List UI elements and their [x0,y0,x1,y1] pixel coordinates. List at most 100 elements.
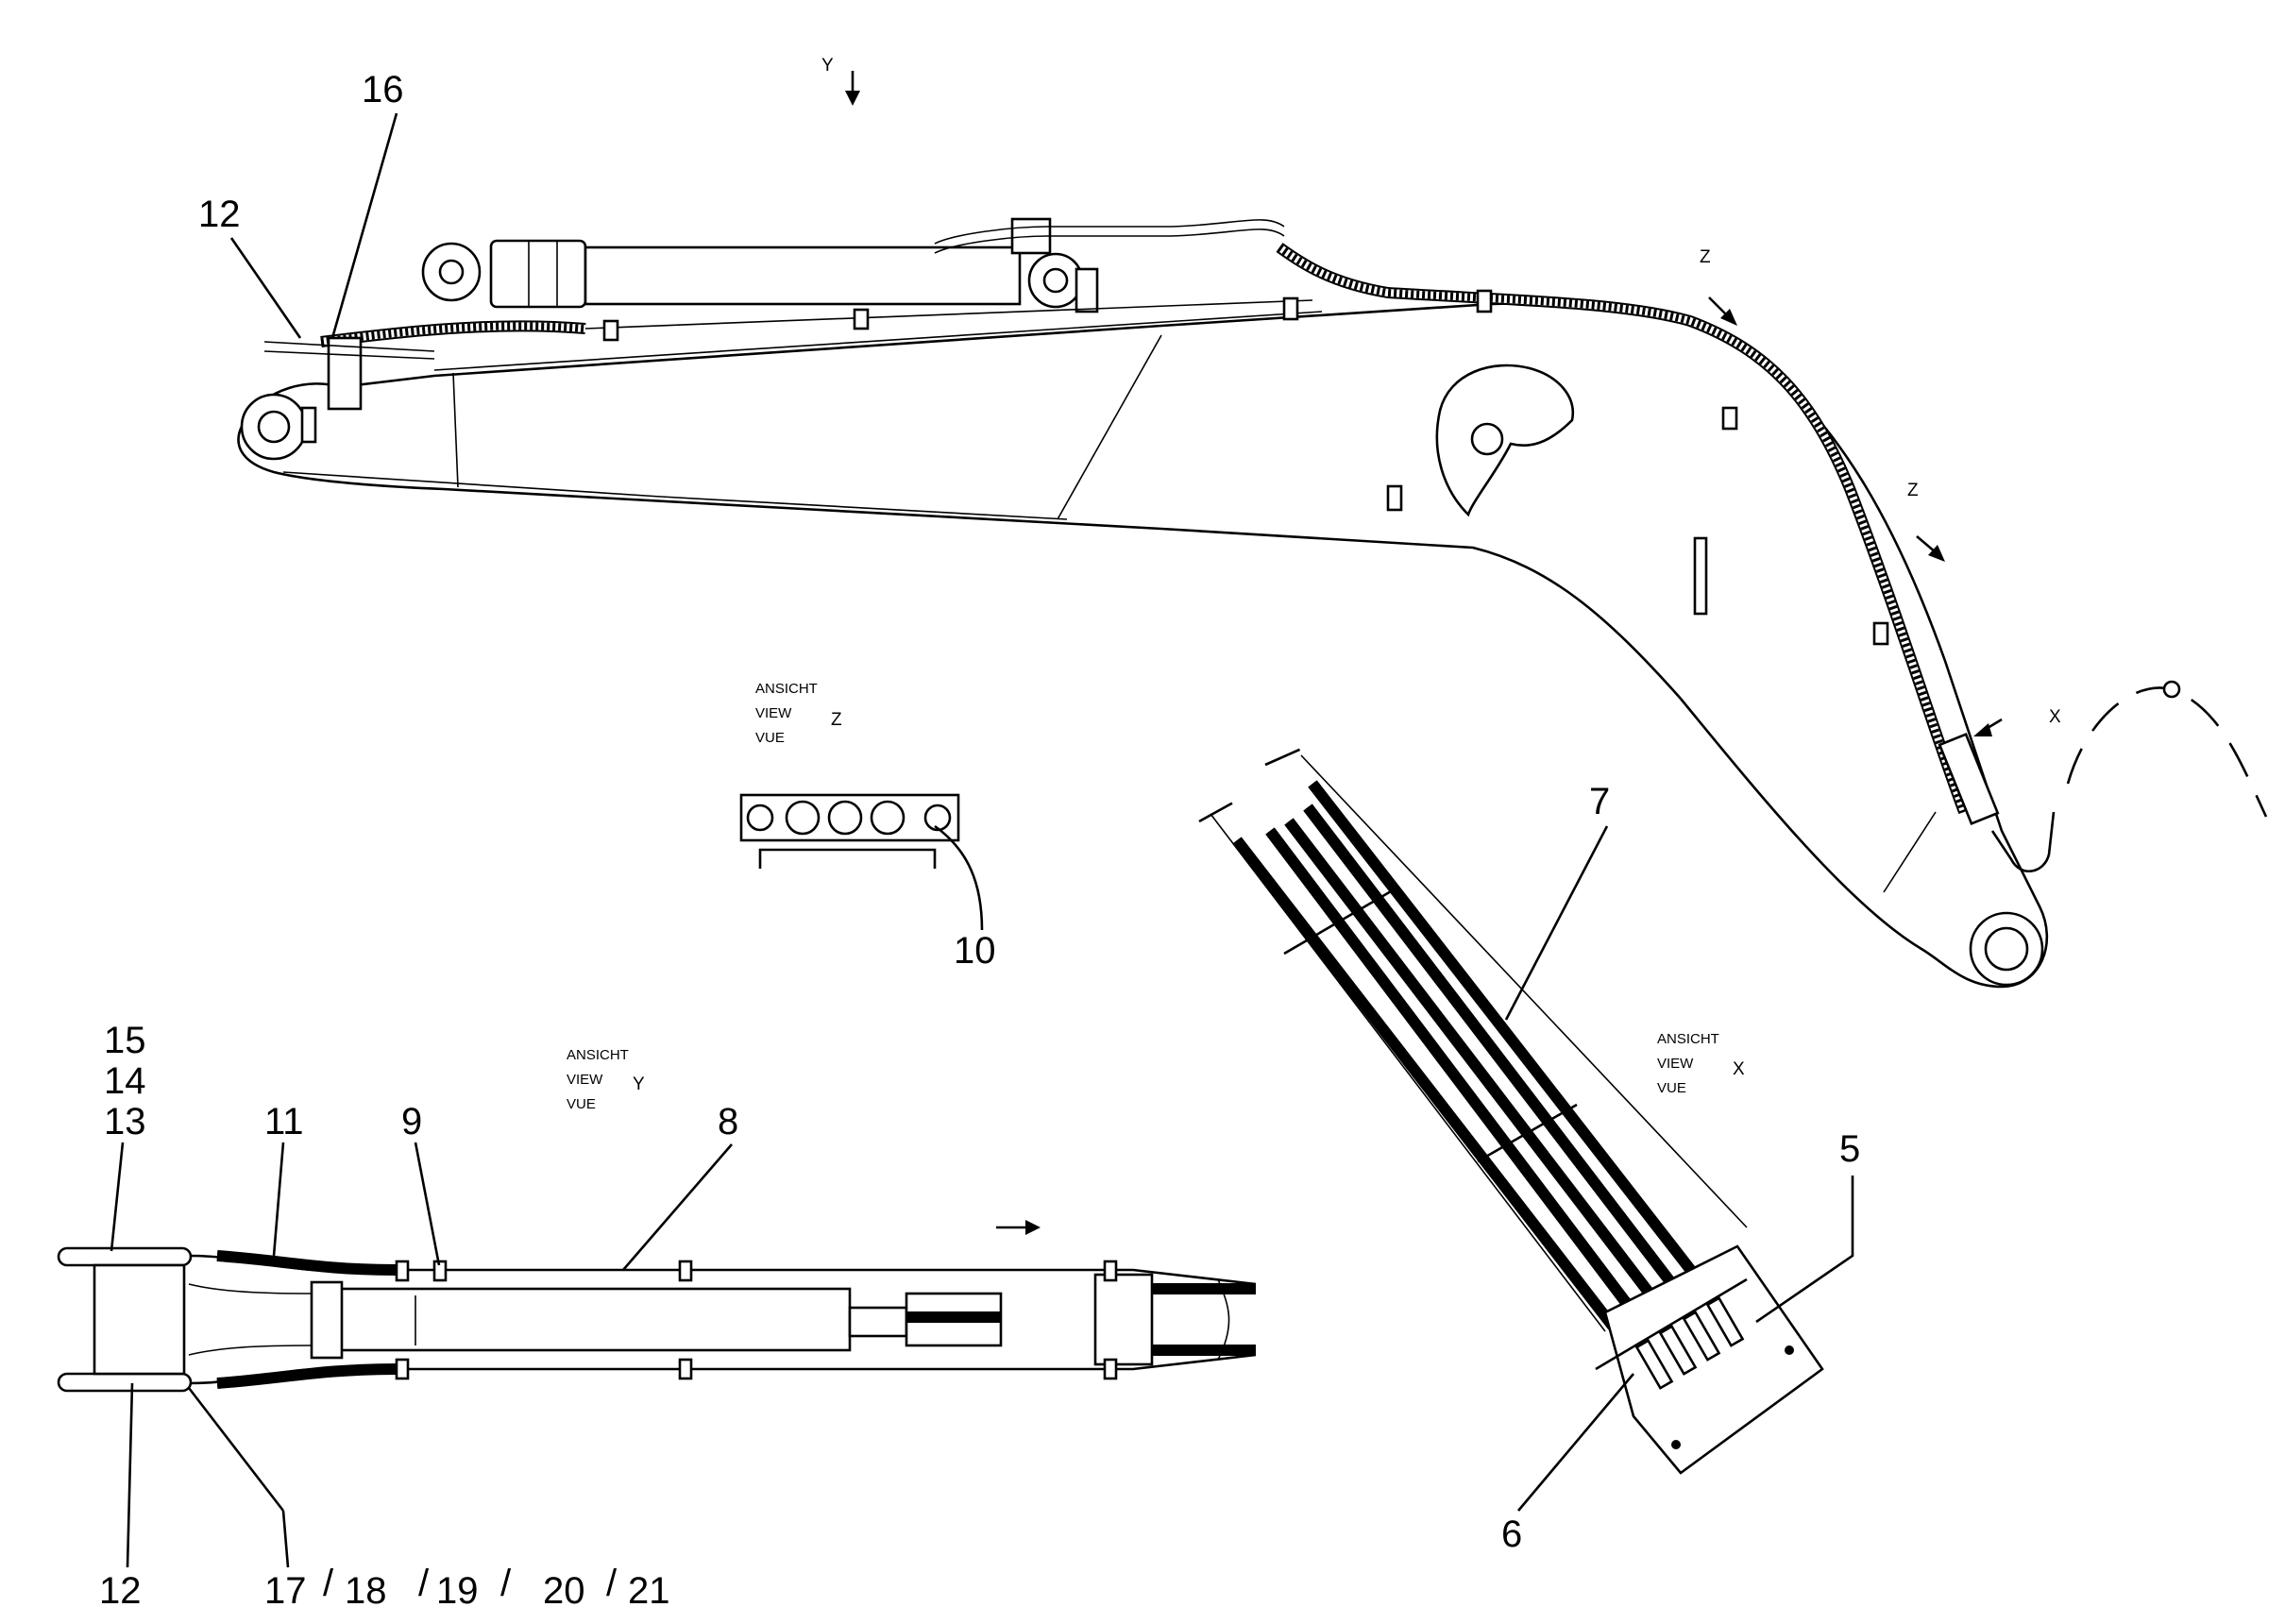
view-x-letter: X [1733,1059,1745,1079]
view-y-letter: Y [633,1074,645,1094]
label-17-21-group: 17 / 18 / 19 / 20 / 21 [264,1563,670,1612]
tip-fitting-block [1938,732,2000,826]
clamp-2 [853,308,870,330]
marker-z-2: Z [1907,481,1919,500]
label-11: 11 [264,1101,304,1142]
plan-clamp-2 [432,1260,448,1282]
swing-plate-pin [1470,422,1504,456]
mount-plate [1603,1244,1824,1475]
bundle-band-1 [1283,886,1398,956]
foot-pin-lower [57,1372,193,1393]
view-x: ANSICHT VIEW VUE X 7 5 6 [1198,744,1860,1555]
hose-upper-braid [1277,244,1968,814]
marker-z1-line [1708,296,1729,317]
foot-pipe-2 [263,350,435,360]
leader-13 [110,1142,125,1252]
fitting-1 [1634,1339,1674,1390]
label-12-top: 12 [198,194,241,235]
label-9: 9 [401,1101,422,1142]
leader-12-bottom [126,1382,134,1568]
rod-plan [848,1306,908,1338]
view-y-line3: VUE [567,1096,596,1112]
slash-4: / [606,1563,618,1604]
leader-16 [330,112,398,339]
leader-12-top [229,237,302,339]
bundle-hose-5-braid [1309,781,1713,1296]
pipe-upper-2 [934,228,1285,254]
bundle-hose-4 [1303,804,1695,1311]
label-5: 5 [1839,1128,1860,1170]
bundle-hose-2-braid [1266,828,1651,1334]
boom-seam-1 [452,372,459,488]
bundle-band-2 [1477,1103,1578,1163]
plan-clamp-6 [678,1358,693,1380]
clamp-hole-1 [746,804,774,832]
plan-clamp-3 [678,1260,693,1282]
boom-tip-pin-inner [1984,926,2029,972]
label-7: 7 [1589,781,1610,822]
view-x-edge-2 [1300,754,1748,1228]
slash-1: / [323,1563,334,1604]
bundle-hose-1-braid [1233,837,1628,1344]
long-slot [1693,536,1708,616]
bundle-hose-1 [1232,837,1629,1345]
leader-6 [1517,1373,1634,1512]
boom-outline [237,302,2049,989]
plan-hose-lower-braid [216,1365,398,1387]
boom-foot-pin-inner [257,410,291,444]
small-slot [1386,484,1403,512]
pipe-upper [934,219,1285,245]
label-8: 8 [718,1101,738,1142]
view-x-line1: ANSICHT [1657,1031,1719,1047]
plan-break [1217,1278,1230,1361]
foot-bracket [300,406,317,444]
plate-bolt-1 [1785,1345,1794,1355]
label-15: 15 [104,1020,146,1061]
boom-side-view [237,217,2268,989]
label-18: 18 [345,1570,387,1612]
label-14: 14 [104,1060,146,1102]
label-10: 10 [954,930,996,972]
leader-9 [414,1142,441,1266]
cylinder-rear-eye-pin [438,259,465,285]
plan-clamp-5 [395,1358,410,1380]
cylinder-barrel [584,245,1022,306]
clamp-hole-5 [923,804,952,832]
boom-seam-2 [1057,334,1162,520]
mount-bar [1595,1277,1748,1371]
clamp-4 [1476,289,1493,313]
leader-11 [272,1142,285,1257]
marker-z-1: Z [1700,247,1711,267]
foot-housing [93,1263,186,1376]
fitting-3 [1682,1311,1721,1362]
marker-y-arrow [845,91,860,106]
view-x-line2: VIEW [1657,1056,1694,1072]
motion-arc-pin [2162,680,2181,699]
view-z-letter: Z [831,710,842,730]
fitting-4 [1705,1296,1745,1347]
line-along-boom-2 [433,311,1323,371]
cylinder-head [489,239,587,309]
view-y: ANSICHT VIEW VUE Y [57,1020,1257,1612]
clamp-1 [602,319,619,342]
foot-pin-upper [57,1246,193,1267]
marker-z2-arrow [1928,545,1945,562]
rod-eye-pin [1042,267,1069,294]
label-17: 17 [264,1570,307,1612]
marker-y: Y [821,56,834,76]
plan-arrow-head [1025,1220,1041,1235]
marker-z2-line [1916,535,1937,553]
marker-x1-arrow [1973,723,1992,736]
line-along-boom [584,299,1313,330]
view-z-line3: VUE [755,730,785,746]
leader-8 [622,1143,733,1271]
view-x-dim-2 [1264,744,1309,767]
leader-17-21-b [187,1387,285,1512]
bundle-hose-3 [1284,818,1676,1326]
view-x-dim-1 [1198,796,1243,823]
label-13: 13 [104,1101,146,1142]
view-x-line3: VUE [1657,1080,1686,1096]
foot-rib [188,1283,313,1356]
hose-bundle [1232,780,1714,1345]
